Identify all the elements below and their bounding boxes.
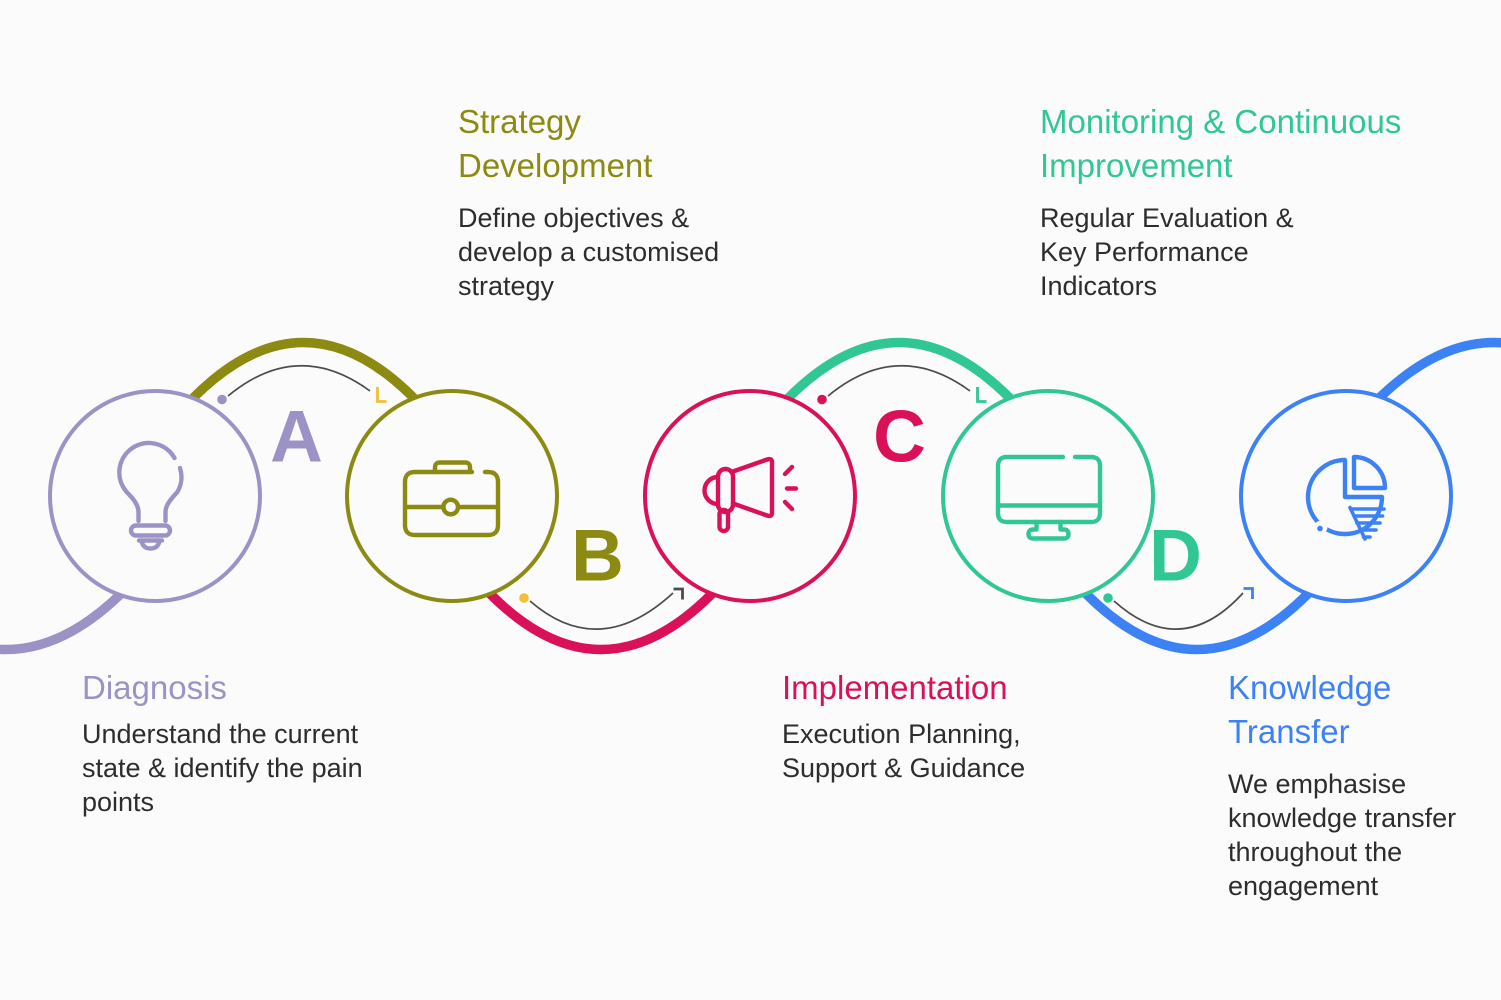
megaphone-icon: [702, 456, 799, 534]
step-description-strategy: Define objectives & develop a customised…: [458, 203, 720, 301]
step-description-knowledge: We emphasise knowledge transfer througho…: [1228, 769, 1457, 901]
arrow-b-dot: [519, 593, 529, 603]
step-label-knowledge: Knowledge Transfer We emphasise knowledg…: [1228, 666, 1501, 903]
connector-letter-a: A: [270, 396, 324, 478]
arrow-a-line: [227, 364, 371, 397]
desktop-monitor-icon: [995, 454, 1103, 541]
arrow-b-head: [673, 587, 684, 600]
connector-letter-b: B: [571, 515, 625, 597]
arrow-c-head: [976, 387, 987, 403]
step-circle-strategy: [345, 389, 559, 603]
step-circle-knowledge: [1239, 389, 1453, 603]
step-description-implementation: Execution Planning, Support & Guidance: [782, 719, 1026, 783]
step-description-diagnosis: Understand the current state & identify …: [82, 719, 363, 817]
step-circle-monitoring: [941, 389, 1155, 603]
arrow-d-line: [1113, 592, 1244, 630]
arrow-c-dot: [817, 394, 827, 405]
connector-letter-c: C: [873, 396, 927, 478]
step-label-monitoring: Monitoring & Continuous Improvement Regu…: [1040, 100, 1480, 303]
connector-letter-d: D: [1149, 515, 1203, 597]
step-circle-diagnosis: [48, 389, 262, 603]
step-title-diagnosis: Diagnosis: [82, 669, 227, 706]
step-title-knowledge: Knowledge Transfer: [1228, 669, 1392, 750]
step-label-diagnosis: Diagnosis Understand the current state &…: [82, 666, 522, 819]
step-title-monitoring: Monitoring & Continuous Improvement: [1040, 103, 1402, 184]
step-label-strategy: Strategy Development Define objectives &…: [458, 100, 898, 303]
lightbulb-icon: [117, 440, 184, 551]
briefcase-icon: [402, 460, 501, 538]
pie-chart-icon: [1305, 454, 1388, 541]
step-label-implementation: Implementation Execution Planning, Suppo…: [782, 666, 1222, 785]
arrow-c-line: [827, 364, 971, 397]
arrow-b-line: [529, 592, 674, 630]
step-title-implementation: Implementation: [782, 669, 1008, 706]
arrow-a-dot: [217, 394, 227, 405]
step-description-monitoring: Regular Evaluation & Key Performance Ind…: [1040, 203, 1294, 301]
arrow-d-head: [1243, 587, 1254, 599]
step-title-strategy: Strategy Development: [458, 103, 653, 184]
arrow-a-head: [376, 387, 387, 403]
arrow-d-dot: [1103, 593, 1113, 603]
step-circle-implementation: [643, 389, 857, 603]
